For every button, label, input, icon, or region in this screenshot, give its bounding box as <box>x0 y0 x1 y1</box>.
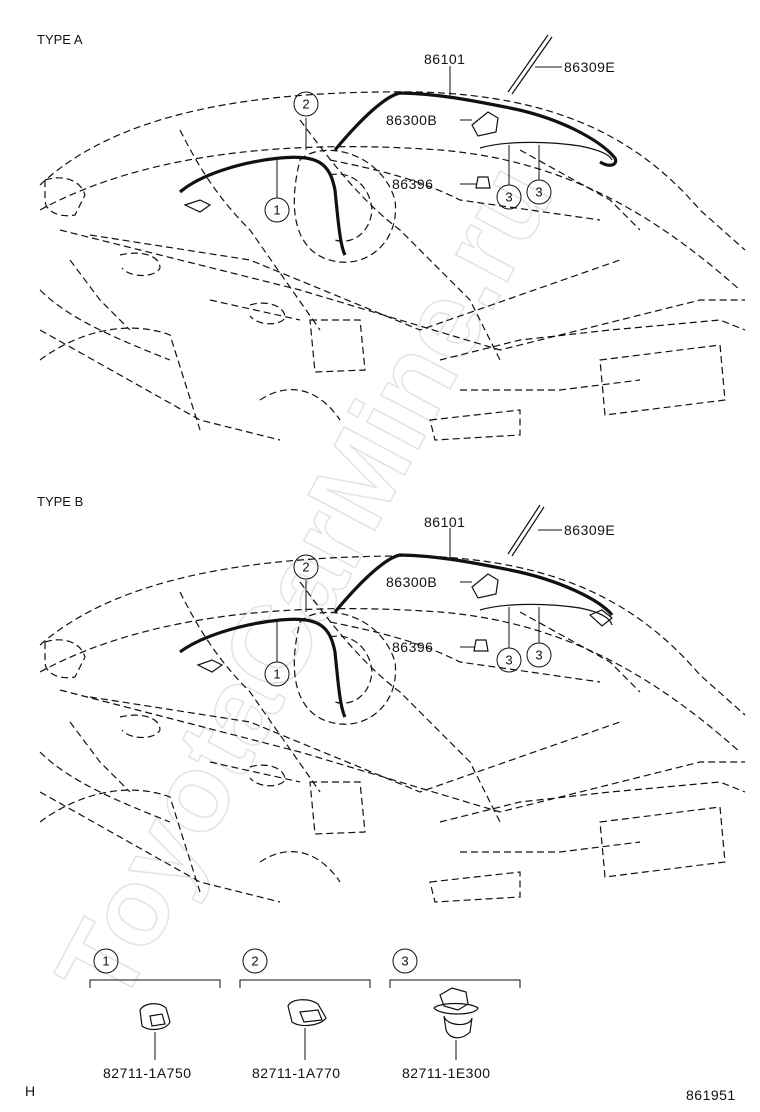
type-b-callout-3a: 3 <box>496 647 522 673</box>
type-a-callout-2: 2 <box>293 91 319 117</box>
type-a-nut <box>475 176 491 189</box>
svg-text:3: 3 <box>505 653 512 668</box>
clip-3-icon <box>439 987 469 1011</box>
type-a-label-antenna-rod: 86309E <box>564 59 615 75</box>
svg-text:2: 2 <box>251 954 258 969</box>
type-a-label-nut: 86396 <box>392 176 433 192</box>
svg-text:1: 1 <box>273 667 280 682</box>
clip-2-part-number: 82711-1A770 <box>252 1065 341 1081</box>
diagram-id: 861951 <box>686 1087 736 1103</box>
clip-detail-1: 1 82711-1A750 <box>89 948 221 1081</box>
clip-detail-3: 3 82711-1E300 <box>389 948 521 1081</box>
clip-3-part-number: 82711-1E300 <box>402 1065 491 1081</box>
clip-1-part-number: 82711-1A750 <box>103 1065 192 1081</box>
type-a-antenna-lead <box>479 141 613 161</box>
type-b-callout-1: 1 <box>264 661 290 687</box>
type-b-title: TYPE B <box>37 494 83 509</box>
type-b-car-illustration <box>39 555 746 903</box>
type-a-label-cable: 86101 <box>424 51 465 67</box>
type-a-callout-3b: 3 <box>526 179 552 205</box>
svg-text:2: 2 <box>302 560 309 575</box>
type-b-antenna-cable-front <box>179 617 347 718</box>
type-b-antenna-lead <box>479 603 613 626</box>
svg-text:1: 1 <box>102 954 109 969</box>
type-a-callout-1: 1 <box>264 197 290 223</box>
type-b-section: TYPE B <box>37 494 746 903</box>
svg-text:2: 2 <box>302 97 309 112</box>
type-b-antenna-cable-roof <box>333 553 614 617</box>
svg-text:3: 3 <box>535 185 542 200</box>
type-a-title: TYPE A <box>37 32 83 47</box>
svg-text:3: 3 <box>535 648 542 663</box>
type-a-antenna-cable-front <box>178 155 347 256</box>
type-a-connector <box>183 199 212 213</box>
type-b-callout-3b: 3 <box>526 642 552 668</box>
clip-1-icon <box>139 1003 171 1031</box>
clips-legend: 1 82711-1A750 2 82711-1A770 3 82711 <box>89 948 521 1081</box>
type-b-label-antenna-base: 86300B <box>386 574 437 590</box>
type-a-callout-3a: 3 <box>496 184 522 210</box>
type-b-callout-2: 2 <box>293 554 319 580</box>
clip-detail-2: 2 82711-1A770 <box>239 948 371 1081</box>
type-b-label-cable: 86101 <box>424 514 465 530</box>
type-a-label-antenna-base: 86300B <box>386 112 437 128</box>
type-b-connector-rear <box>588 609 613 627</box>
type-b-label-antenna-rod: 86309E <box>564 522 615 538</box>
type-a-antenna-rod <box>507 34 549 93</box>
type-a-antenna-base <box>471 111 499 137</box>
type-a-antenna-cable-roof <box>333 91 618 167</box>
type-b-nut <box>473 639 489 652</box>
type-a-car-illustration <box>39 91 746 441</box>
type-b-connector <box>196 659 224 673</box>
type-b-antenna-base <box>471 573 499 599</box>
svg-text:1: 1 <box>273 203 280 218</box>
svg-text:3: 3 <box>401 954 408 969</box>
type-b-label-nut: 86396 <box>392 639 433 655</box>
type-b-antenna-rod <box>507 504 541 555</box>
svg-text:3: 3 <box>505 190 512 205</box>
footer-left-code: H <box>25 1083 36 1099</box>
clip-2-icon <box>287 999 327 1027</box>
watermark-text: ToyotaCarMine.ru <box>33 145 577 1021</box>
type-a-section: TYPE A <box>37 32 746 441</box>
